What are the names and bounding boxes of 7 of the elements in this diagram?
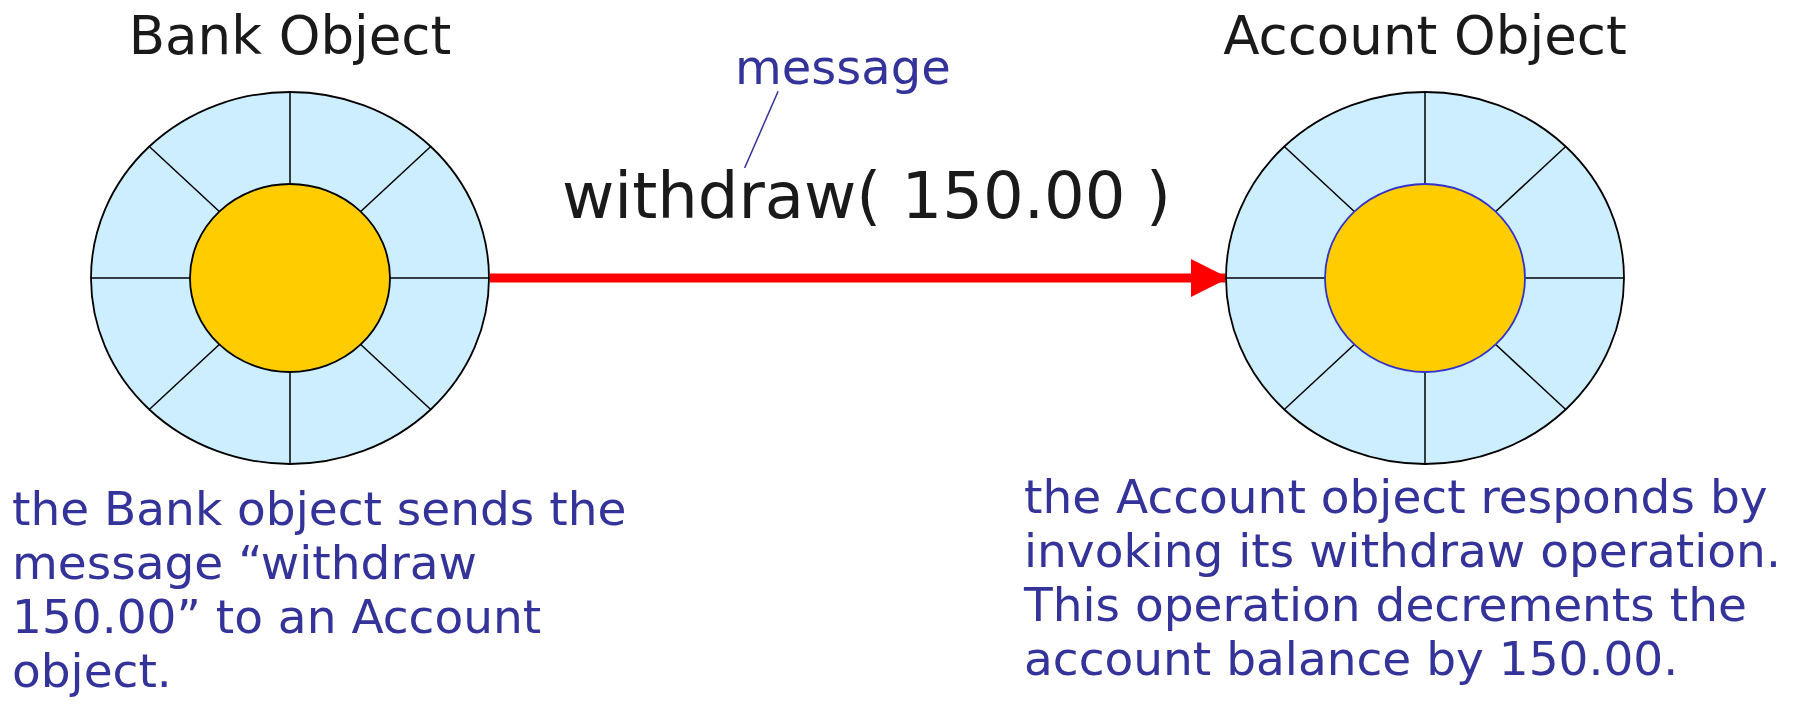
annotation-text: message [735,40,951,96]
leader-line [743,90,779,169]
description-text: the Bank object sends the message “withdraw 150.00” to an Account object. [12,482,628,698]
object-title: Bank Object [127,4,453,68]
description-text: the Account object responds by invoking its withdraw operation. This operation decrements the account balance by 150.00. [1024,470,1782,686]
object-title: Account Object [1222,4,1628,68]
method-call-text: withdraw( 150.00 ) [562,160,1171,234]
